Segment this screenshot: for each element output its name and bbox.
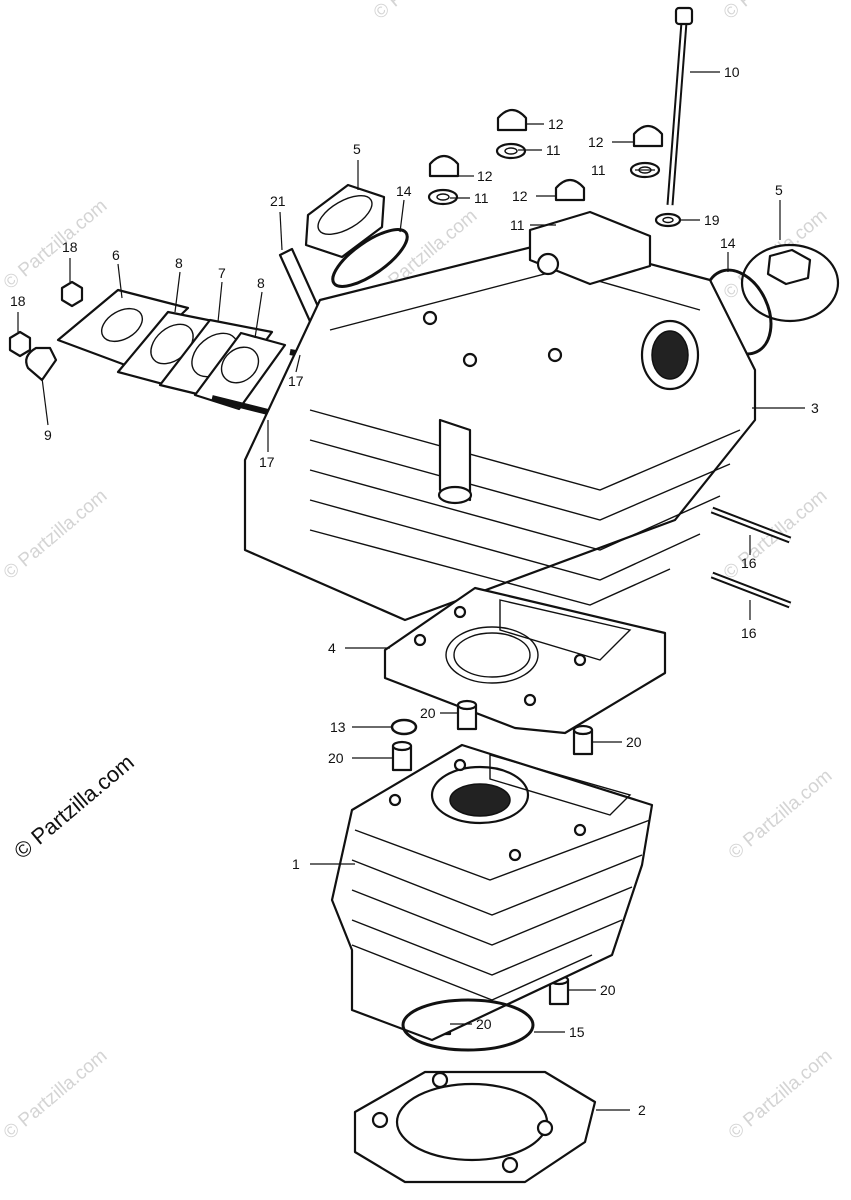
callout-2: 2 [638, 1102, 646, 1118]
part-16-dowels [710, 506, 792, 609]
callout-8: 8 [257, 275, 265, 291]
callout-5: 5 [353, 141, 361, 157]
watermark-text: © Partzilla.com [725, 1045, 837, 1143]
callout-16: 16 [741, 625, 757, 641]
callout-12: 12 [512, 188, 528, 204]
callout-4: 4 [328, 640, 336, 656]
callout-18: 18 [62, 239, 78, 255]
callout-20: 20 [626, 734, 642, 750]
callout-20: 20 [328, 750, 344, 766]
callout-5: 5 [775, 182, 783, 198]
callout-11: 11 [546, 142, 561, 158]
part-10-stud-bolt [666, 6, 694, 206]
part-12-cap-nuts [428, 108, 664, 202]
callout-3: 3 [811, 400, 819, 416]
watermark-main: © Partzilla.com [9, 749, 139, 863]
callout-17: 17 [259, 454, 275, 470]
part-1-cylinder [330, 743, 654, 1042]
callout-11: 11 [510, 217, 525, 233]
callout-14: 14 [720, 235, 736, 251]
part-9-clip [25, 346, 58, 382]
callout-14: 14 [396, 183, 412, 199]
leader-lines [17, 71, 805, 1111]
callout-16: 16 [741, 555, 757, 571]
part-15-oring [401, 998, 535, 1052]
part-6-insulator [56, 288, 190, 368]
watermark-text: © Partzilla.com [0, 195, 111, 293]
callout-20: 20 [420, 705, 436, 721]
part-4-head-gasket [383, 586, 667, 735]
callout-19: 19 [704, 212, 720, 228]
part-3-cylinder-head [243, 210, 757, 622]
callout-20: 20 [476, 1016, 492, 1032]
watermark-text: © Partzilla.com [720, 0, 832, 24]
callout-7: 7 [218, 265, 226, 281]
callout-1: 1 [292, 856, 300, 872]
callout-9: 9 [44, 427, 52, 443]
callout-13: 13 [330, 719, 346, 735]
part-5-cap-left [304, 183, 386, 259]
callout-10: 10 [724, 64, 740, 80]
callout-12: 12 [477, 168, 493, 184]
watermark-text: © Partzilla.com [370, 0, 482, 24]
part-14-oring-left [331, 228, 409, 288]
callout-17: 17 [288, 373, 304, 389]
callout-12: 12 [588, 134, 604, 150]
part-2-base-gasket [353, 1070, 597, 1184]
watermark-text: © Partzilla.com [0, 485, 111, 583]
watermark-text: © Partzilla.com [725, 765, 837, 863]
part-8-gasket-b [193, 331, 287, 411]
callout-6: 6 [112, 247, 120, 263]
watermark-text: © Partzilla.com [0, 1045, 111, 1143]
callout-8: 8 [175, 255, 183, 271]
callout-20: 20 [600, 982, 616, 998]
part-13-oring [390, 718, 418, 736]
part-18-nuts [8, 280, 84, 358]
callout-12: 12 [548, 116, 564, 132]
callout-11: 11 [474, 190, 489, 206]
callout-18: 18 [10, 293, 26, 309]
callout-15: 15 [569, 1024, 585, 1040]
callout-21: 21 [270, 193, 286, 209]
part-19-washer [654, 212, 682, 228]
part-5-cap-right [740, 243, 840, 323]
callout-labels: 1 2 3 4 5 5 6 7 8 8 9 10 11 11 11 11 12 … [10, 64, 819, 1118]
callout-11: 11 [591, 162, 606, 178]
